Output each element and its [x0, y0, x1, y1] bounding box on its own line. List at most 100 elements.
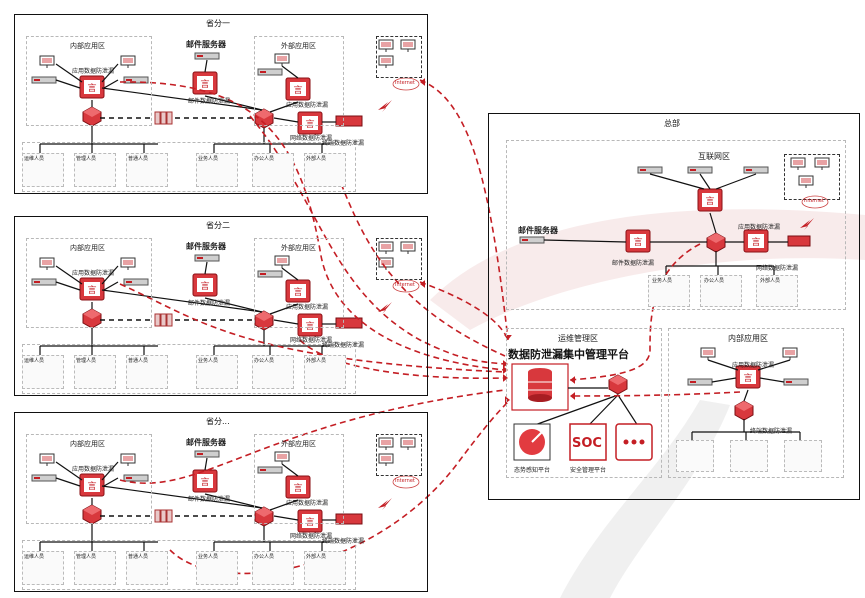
- hq-mail-dlp-icon: 言: [625, 229, 651, 253]
- external-zone: [254, 36, 344, 126]
- user-label: 管理人员: [76, 554, 97, 560]
- mail-dlp-icon: 言: [192, 71, 218, 95]
- hq-net-dlp-label: 网络数据防泄漏: [756, 265, 799, 272]
- external-zone: [254, 238, 344, 328]
- monitor-icon: [39, 257, 55, 270]
- app-dlp-icon: 言: [79, 473, 105, 497]
- user-group: [252, 355, 294, 389]
- internet-zone: [376, 434, 422, 476]
- monitor-icon: [39, 453, 55, 466]
- mgmt-link: [119, 81, 506, 371]
- hq-user-group: [700, 275, 742, 307]
- net-dlp-icon: 言: [297, 111, 323, 135]
- hq-internet-zone: [506, 140, 846, 310]
- link-line: [273, 319, 299, 325]
- monitor-icon: [274, 53, 290, 66]
- link-line: [715, 173, 757, 190]
- arrow-head: [503, 374, 508, 382]
- link-line: [587, 394, 619, 427]
- app-dlp-icon: 言: [79, 277, 105, 301]
- arrow-head: [420, 280, 425, 288]
- link-line: [204, 261, 208, 275]
- svg-text:言: 言: [200, 78, 209, 90]
- more-icon: [615, 423, 653, 461]
- internal-zone: [26, 434, 152, 524]
- hq-user-label: 办公人员: [704, 278, 725, 284]
- svg-text:言: 言: [87, 82, 96, 94]
- ext-dlp-label: 应用数据防泄漏: [286, 304, 329, 311]
- appliance-icon: [123, 278, 149, 286]
- hq-internal-zone-label: 内部应用区: [728, 334, 768, 343]
- hq-mail-dlp-label: 邮件数据防泄漏: [612, 260, 655, 267]
- mail-dlp-label: 邮件数据防泄漏: [188, 496, 231, 503]
- user-label: 办公人员: [254, 156, 275, 162]
- internal-zone-label: 内部应用区: [70, 440, 105, 448]
- monitor-icon: [120, 453, 136, 466]
- user-group: [126, 355, 168, 389]
- mail-server-label: 邮件服务器: [186, 242, 226, 251]
- svg-text:言: 言: [751, 236, 760, 248]
- mgmt-link: [419, 79, 509, 341]
- link-line: [55, 477, 81, 487]
- user-group: [304, 551, 346, 585]
- monitor-icon: [400, 241, 416, 254]
- monitor-icon: [378, 55, 394, 68]
- province-title: 省分...: [206, 417, 230, 426]
- net-dlp-icon: 言: [297, 509, 323, 533]
- link-line: [103, 79, 119, 89]
- link-line: [103, 477, 119, 487]
- mgmt-link: [569, 391, 741, 397]
- monitor-icon: [120, 55, 136, 68]
- appliance-icon: [257, 68, 283, 76]
- link-line: [55, 461, 83, 481]
- link-line: [204, 493, 263, 509]
- soc-label: 安全管理平台: [570, 467, 607, 474]
- user-group: [22, 153, 64, 187]
- link-line: [101, 63, 119, 83]
- user-label: 普通人员: [128, 554, 149, 560]
- svg-text:言: 言: [305, 118, 314, 130]
- user-group: [196, 551, 238, 585]
- link-line: [204, 95, 263, 111]
- firewall-icon: [154, 111, 173, 125]
- user-label: 管理人员: [76, 156, 97, 162]
- user-label: 办公人员: [254, 358, 275, 364]
- svg-text:言: 言: [633, 236, 642, 248]
- monitor-icon: [274, 255, 290, 268]
- user-group: [196, 153, 238, 187]
- hq-int-app-dlp-label: 应用数据防泄漏: [732, 362, 775, 369]
- hq-user-label: 业务人员: [652, 278, 673, 284]
- svg-text:言: 言: [705, 195, 714, 207]
- link-line: [743, 389, 749, 402]
- appliance-icon: [687, 166, 713, 174]
- app-dlp-label: 应用数据防泄漏: [72, 466, 115, 473]
- monitor-icon: [39, 55, 55, 68]
- appliance-icon: [123, 474, 149, 482]
- svg-text:言: 言: [743, 372, 752, 384]
- hq-internal-zone: [668, 328, 844, 478]
- internet-cloud-icon: [392, 77, 420, 91]
- user-group: [304, 153, 346, 187]
- arrow-head: [420, 78, 425, 86]
- hq-int-term-dlp-label: 终端数据防泄漏: [750, 428, 793, 435]
- hq-app-dlp-label: 应用数据防泄漏: [738, 224, 781, 231]
- link-line: [103, 281, 119, 291]
- user-label: 业务人员: [198, 156, 219, 162]
- platform-title: 数据防泄漏集中管理平台: [508, 348, 629, 361]
- border-router-icon: [254, 310, 274, 331]
- link-line: [273, 117, 299, 123]
- arrow-head: [570, 376, 575, 384]
- user-label: 外部人员: [306, 554, 327, 560]
- mgmt-link: [569, 243, 701, 381]
- monitor-icon: [700, 347, 716, 360]
- mail-server-icon: [194, 254, 220, 262]
- province-title: 省分二: [206, 221, 230, 230]
- situation-label: 态势感知平台: [514, 467, 551, 474]
- appliance-icon: [123, 76, 149, 84]
- hq-app-dlp-icon: 言: [697, 188, 723, 212]
- user-label: 普通人员: [128, 156, 149, 162]
- situation-awareness-icon: [513, 423, 551, 461]
- ops-zone-label: 运维管理区: [558, 334, 598, 343]
- arrow-head: [570, 392, 575, 400]
- internal-zone: [26, 36, 152, 126]
